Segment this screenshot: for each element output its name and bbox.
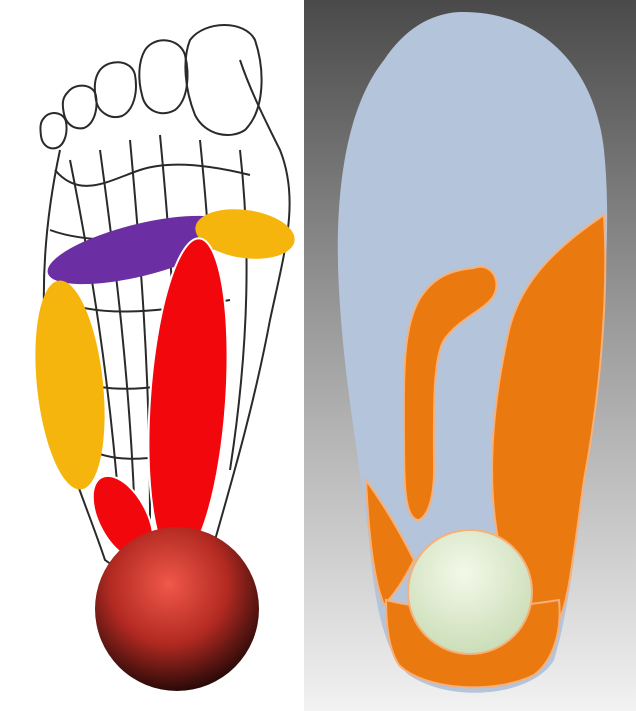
heel-ball bbox=[95, 527, 259, 691]
foot-anatomy-panel bbox=[0, 0, 304, 711]
insole-panel bbox=[304, 0, 636, 711]
heel-ball bbox=[408, 530, 532, 654]
insole-illustration bbox=[304, 0, 636, 711]
foot-anatomy-illustration bbox=[0, 0, 304, 711]
